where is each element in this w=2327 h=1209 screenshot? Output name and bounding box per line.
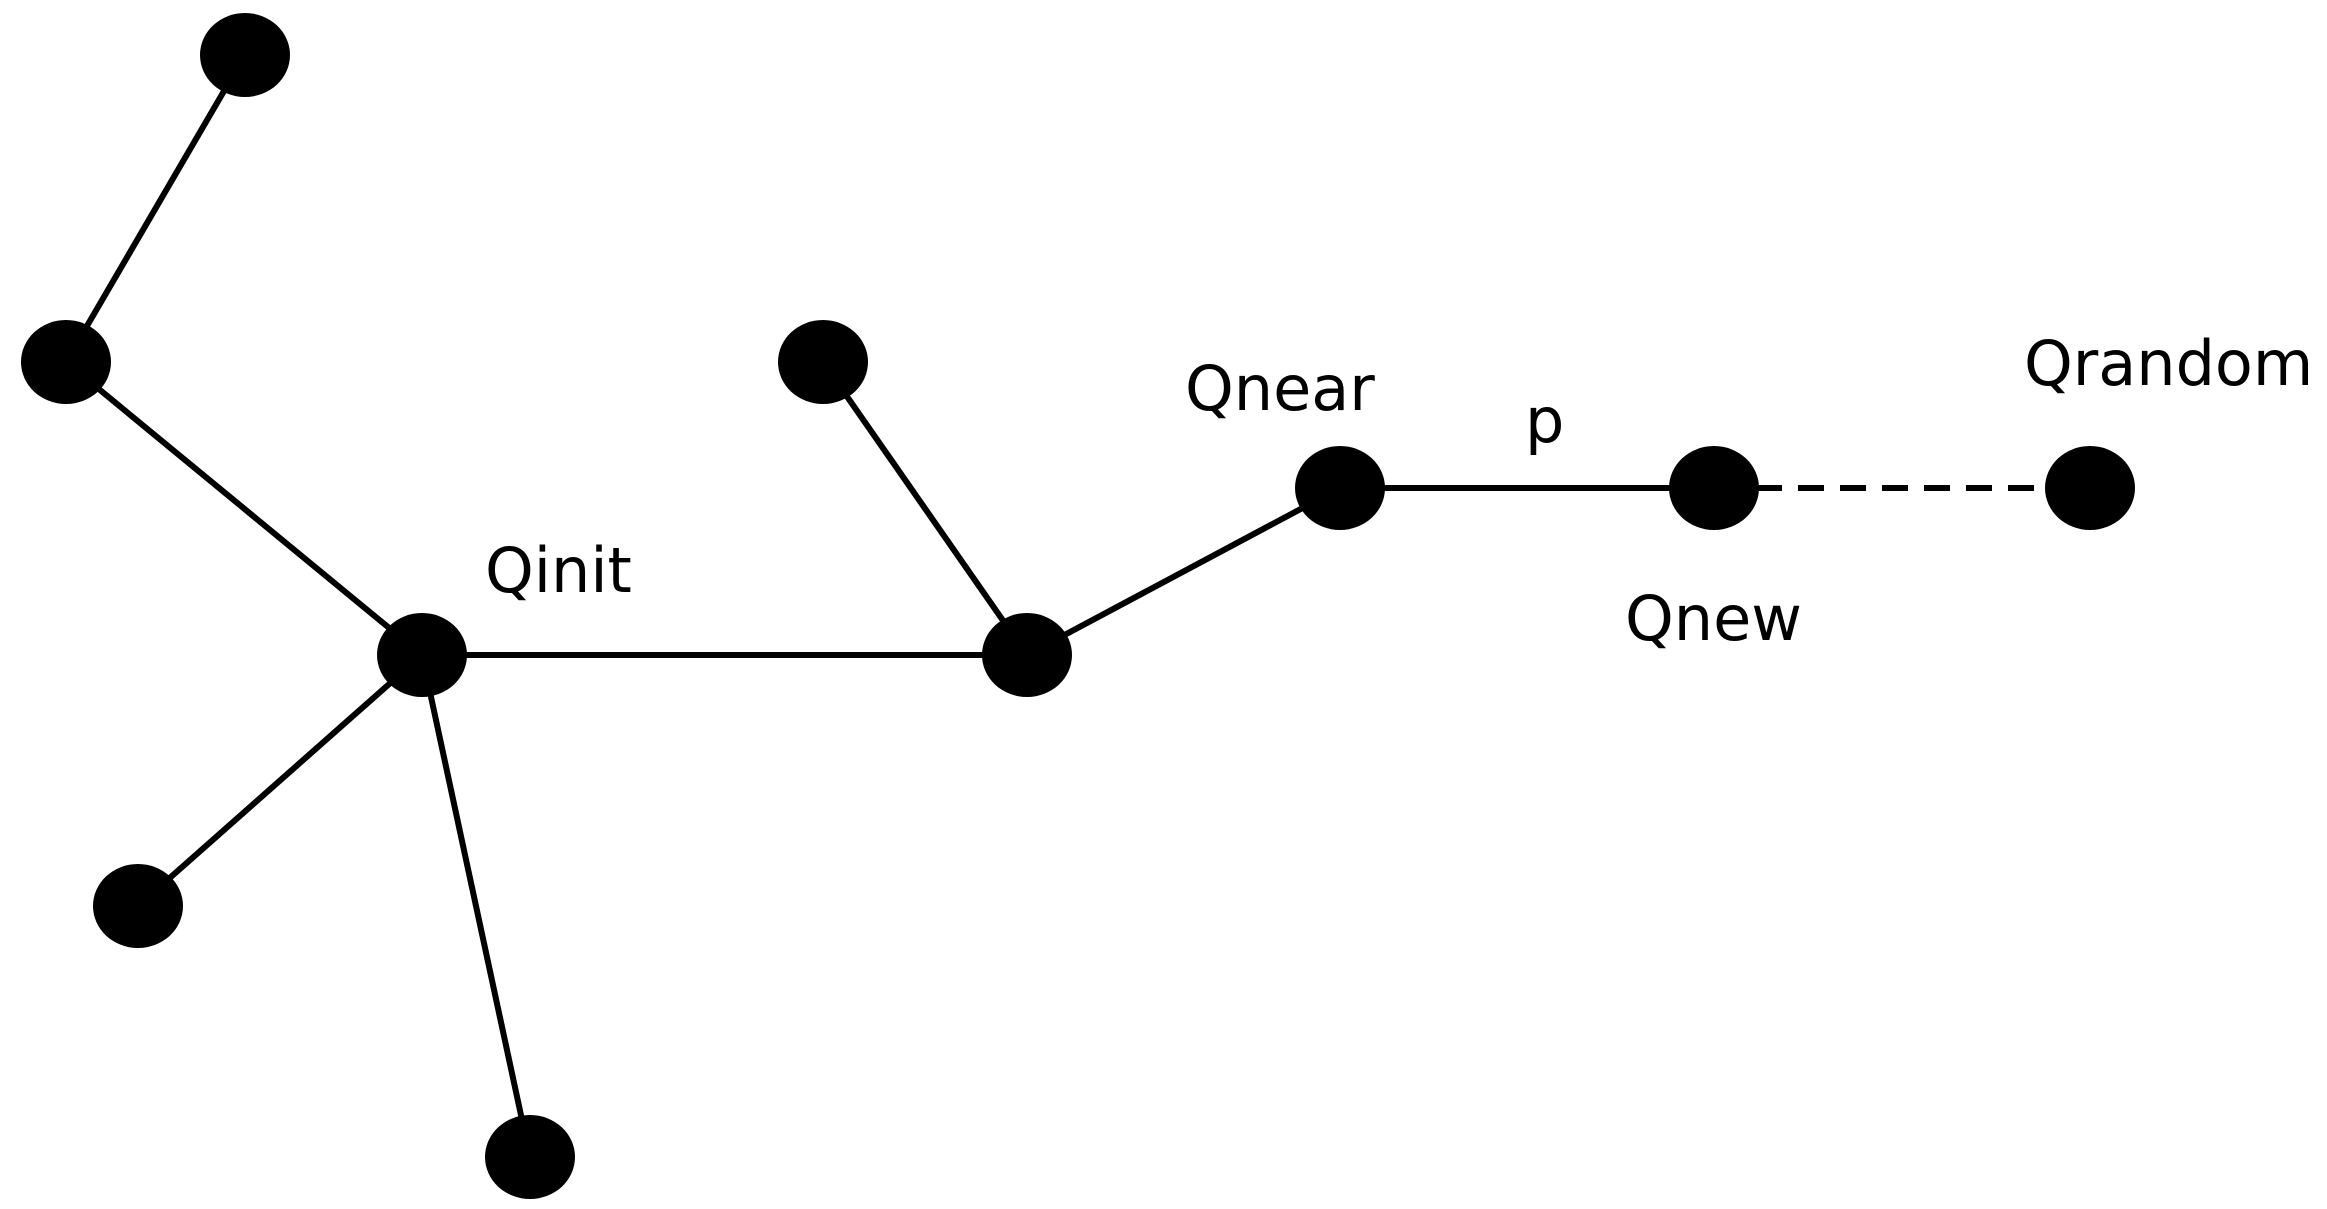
label-qrandom: Qrandom: [2024, 327, 2313, 400]
edge-leaf-mid-top-to-mid-node: [820, 360, 1030, 657]
node-leaf-bottom: [485, 1115, 575, 1199]
tree-edges: [63, 53, 2090, 1158]
node-qnew: [1669, 446, 1759, 530]
edge-leaf-left-to-qinit: [64, 359, 424, 658]
node-qinit: [377, 613, 467, 697]
label-qnear: Qnear: [1185, 352, 1375, 425]
label-p: p: [1525, 384, 1564, 457]
tree-nodes: [21, 13, 2135, 1199]
node-leaf-mid-top: [778, 320, 868, 404]
label-qinit: Qinit: [485, 534, 632, 607]
edge-mid-node-to-qnear: [1025, 485, 1342, 658]
node-leaf-left: [21, 320, 111, 404]
node-qnear: [1295, 446, 1385, 530]
node-qrandom: [2045, 446, 2135, 530]
node-leaf-top-left: [200, 13, 290, 97]
node-mid: [982, 613, 1072, 697]
edge-leaf-top-left-to-leaf-left: [63, 53, 248, 364]
node-leaf-bottom-left: [93, 864, 183, 948]
edge-qinit-to-leaf-bottom-left: [136, 652, 424, 909]
edge-qinit-to-leaf-bottom: [419, 654, 533, 1158]
node-labels: Qinit Qnear p Qnew Qrandom: [485, 327, 2313, 655]
label-qnew: Qnew: [1625, 582, 1802, 655]
